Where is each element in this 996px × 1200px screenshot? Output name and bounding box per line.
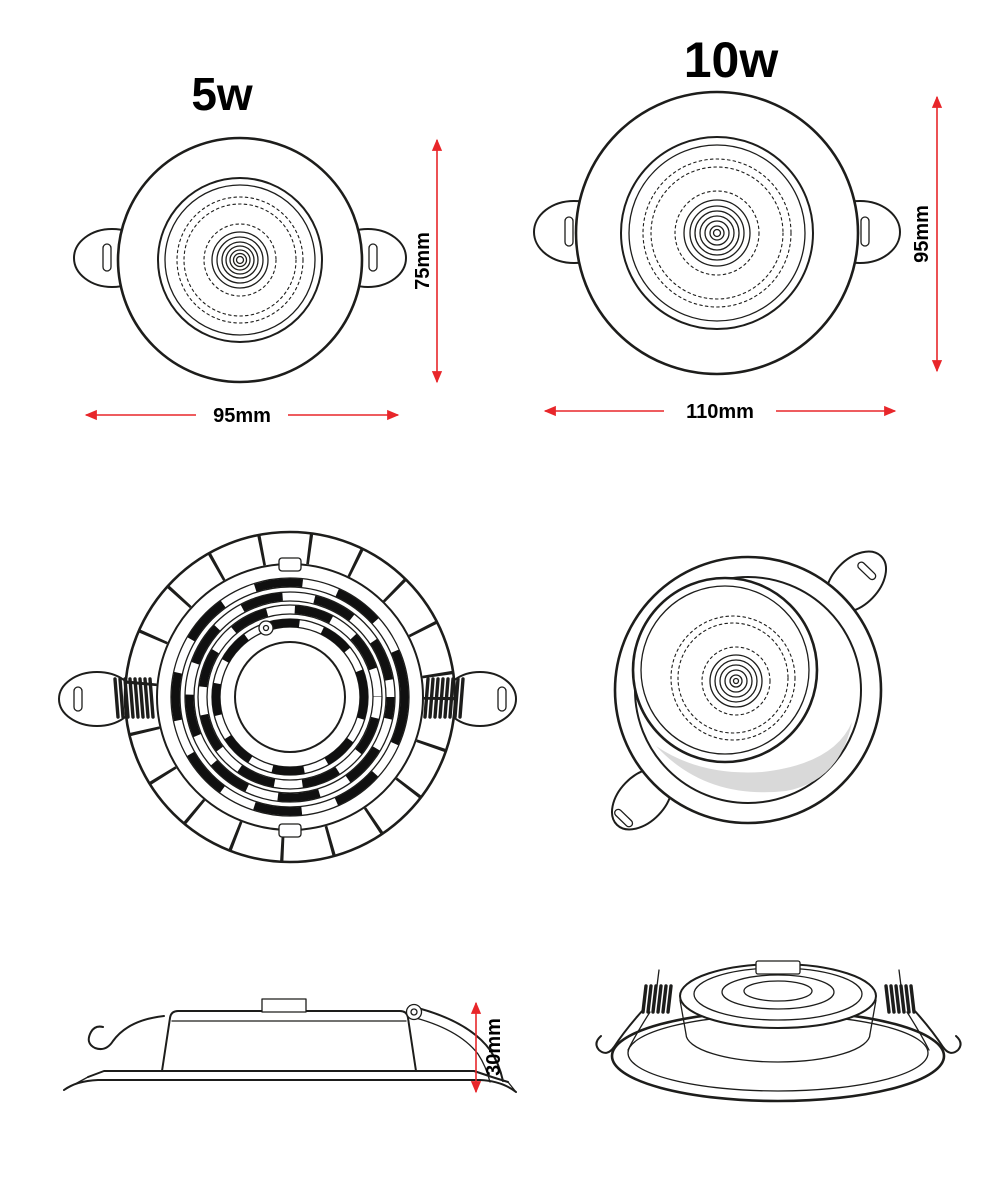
spring-coil-icon (113, 677, 155, 719)
dim-10w-height-label: 95mm (911, 205, 933, 263)
right-clip-claw (913, 1009, 962, 1054)
dim-5w-height-label: 75mm (412, 232, 434, 290)
model-10w-label: 10w (684, 32, 779, 88)
bottom-tab (278, 823, 302, 838)
right-clip-claw-inner (906, 1011, 930, 1051)
top-tab (755, 960, 801, 975)
heatsink-grooves (170, 577, 410, 817)
left-clip-claw (87, 1015, 165, 1051)
left-clip-claw-inner (627, 1011, 651, 1051)
ear-slot-icon (614, 808, 634, 828)
ear-slot-icon (857, 561, 877, 581)
lens-rings-10w (620, 136, 814, 330)
housing-recess (721, 974, 835, 1010)
trim-end-caps (63, 1076, 517, 1093)
front-view-5w: 5w (73, 68, 407, 384)
top-tab (278, 557, 302, 572)
lens-rings-5w (157, 177, 323, 343)
spring-coil-icon (641, 984, 673, 1014)
ear-slot-icon (497, 686, 507, 712)
spring-coil-icon (884, 984, 916, 1014)
ear-slot-icon (102, 243, 112, 272)
ear-slot-icon (564, 216, 574, 247)
front-view-10w: 10w (533, 32, 901, 376)
bezel-ring (574, 90, 860, 376)
spring-pivot-center (410, 1008, 418, 1016)
dim-5w-height: 75mm (412, 138, 443, 384)
spring-pin (898, 969, 902, 987)
left-clip-claw (595, 1009, 644, 1054)
tilted-view (611, 550, 887, 831)
housing-body (161, 1010, 417, 1072)
dim-10w-height: 95mm (911, 95, 943, 373)
dim-side-height: 30mm (470, 1001, 505, 1094)
center-opening (234, 641, 346, 753)
housing-bottom-edge (685, 1033, 871, 1063)
shadow-crescent (656, 722, 852, 793)
ear-slot-icon (860, 216, 870, 247)
dim-10w-width-label: 110mm (686, 401, 754, 423)
trim-ring-bottom-edge (63, 1079, 517, 1093)
bottom-perspective-view (595, 960, 962, 1103)
housing-side-walls (679, 999, 877, 1035)
housing-recess-center (743, 980, 813, 1002)
dim-side-height-label: 30mm (483, 1018, 505, 1076)
ear-slot-icon (73, 686, 83, 712)
spring-pivot-icon (405, 1003, 423, 1021)
rear-view (58, 530, 517, 864)
ribbed-band (126, 533, 454, 861)
right-spring-arm (409, 1005, 504, 1082)
dim-5w-width: 95mm (84, 400, 400, 428)
dim-10w-width: 110mm (543, 396, 897, 424)
dim-5w-width-label: 95mm (213, 405, 271, 427)
top-tab (261, 998, 307, 1013)
lens-rings-tilted (670, 615, 796, 741)
bezel-ring (116, 136, 364, 384)
ear-slot-icon (368, 243, 378, 272)
side-profile-view (63, 998, 517, 1093)
spring-pin (656, 969, 660, 987)
model-5w-label: 5w (191, 68, 253, 120)
screw-icon (258, 620, 274, 636)
